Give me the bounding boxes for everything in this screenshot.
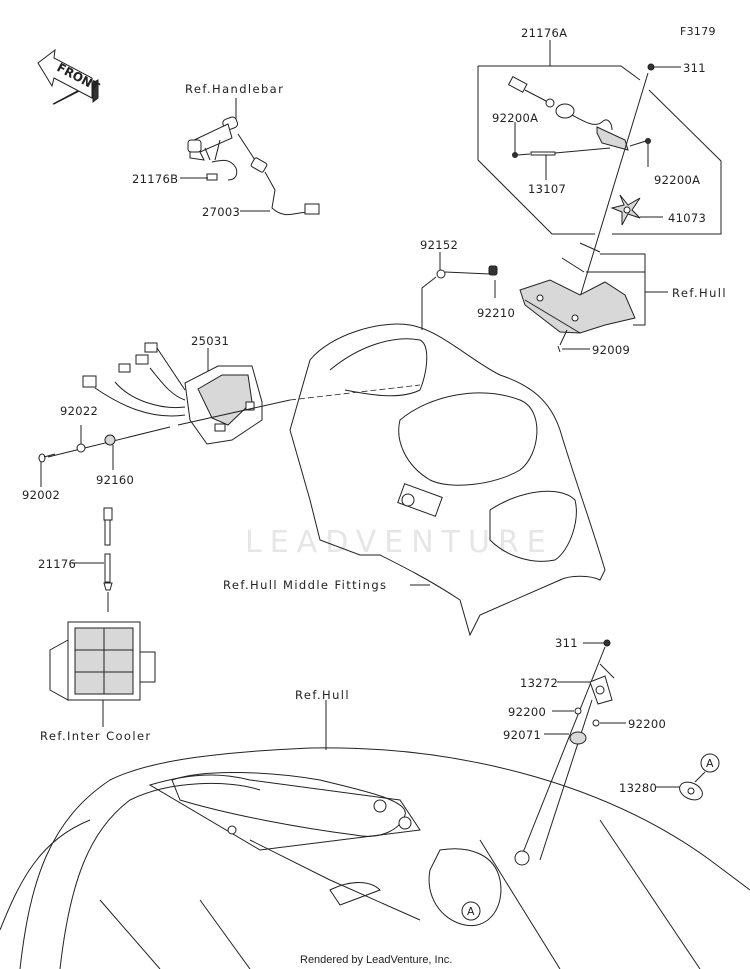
callout-92200A-left: 92200A [492, 111, 538, 125]
callout-92152: 92152 [420, 238, 458, 252]
callout-13272: 13272 [520, 676, 558, 690]
svg-text:A: A [467, 905, 475, 918]
part-hull-bracket [519, 242, 668, 353]
part-25031-meter [38, 342, 291, 487]
part-hull-lower [0, 700, 750, 969]
callout-92002: 92002 [22, 488, 60, 502]
callout-21176A: 21176A [521, 26, 567, 40]
part-21176-sensor [72, 507, 113, 612]
callout-ref-hull-bottom: Ref.Hull [295, 688, 350, 702]
part-13280 [656, 771, 706, 801]
callout-21176B: 21176B [132, 172, 178, 186]
callout-13107: 13107 [528, 182, 566, 196]
reference-marker-a-top: A [700, 753, 720, 773]
callout-21176: 21176 [38, 557, 76, 571]
part-group-handlebar [180, 98, 320, 216]
watermark: LEADVENTURE [245, 525, 554, 560]
callout-311-top: 311 [683, 61, 706, 75]
part-41073 [610, 194, 641, 226]
callout-92071: 92071 [503, 728, 541, 742]
part-group-13272 [519, 639, 626, 861]
reference-marker-a-bottom: A [461, 901, 481, 921]
part-hull-middle-fittings [289, 323, 606, 637]
svg-text:A: A [706, 757, 714, 770]
part-inter-cooler [49, 621, 156, 727]
callout-92210: 92210 [477, 306, 515, 320]
callout-13280: 13280 [619, 781, 657, 795]
footer-credit: Rendered by LeadVenture, Inc. [300, 954, 452, 966]
callout-25031: 25031 [191, 334, 229, 348]
callout-92160: 92160 [96, 473, 134, 487]
callout-92022: 92022 [60, 404, 98, 418]
callout-92200-left: 92200 [508, 705, 546, 719]
callout-311-bottom: 311 [555, 636, 578, 650]
callout-41073: 41073 [668, 211, 706, 225]
part-group-21176A [477, 40, 722, 331]
callout-ref-inter-cooler: Ref.Inter Cooler [40, 729, 152, 743]
callout-27003: 27003 [202, 205, 240, 219]
callout-92009: 92009 [592, 343, 630, 357]
figure-id: F3179 [680, 25, 716, 38]
callout-ref-hull-top: Ref.Hull [672, 286, 727, 300]
part-92152-92210 [421, 252, 498, 330]
callout-ref-handlebar: Ref.Handlebar [185, 82, 284, 96]
front-direction-arrow-icon: FRONT [37, 48, 102, 105]
callout-92200-right: 92200 [628, 717, 666, 731]
callout-ref-hull-middle-fittings: Ref.Hull Middle Fittings [223, 578, 387, 592]
callout-92200A-right: 92200A [654, 173, 700, 187]
